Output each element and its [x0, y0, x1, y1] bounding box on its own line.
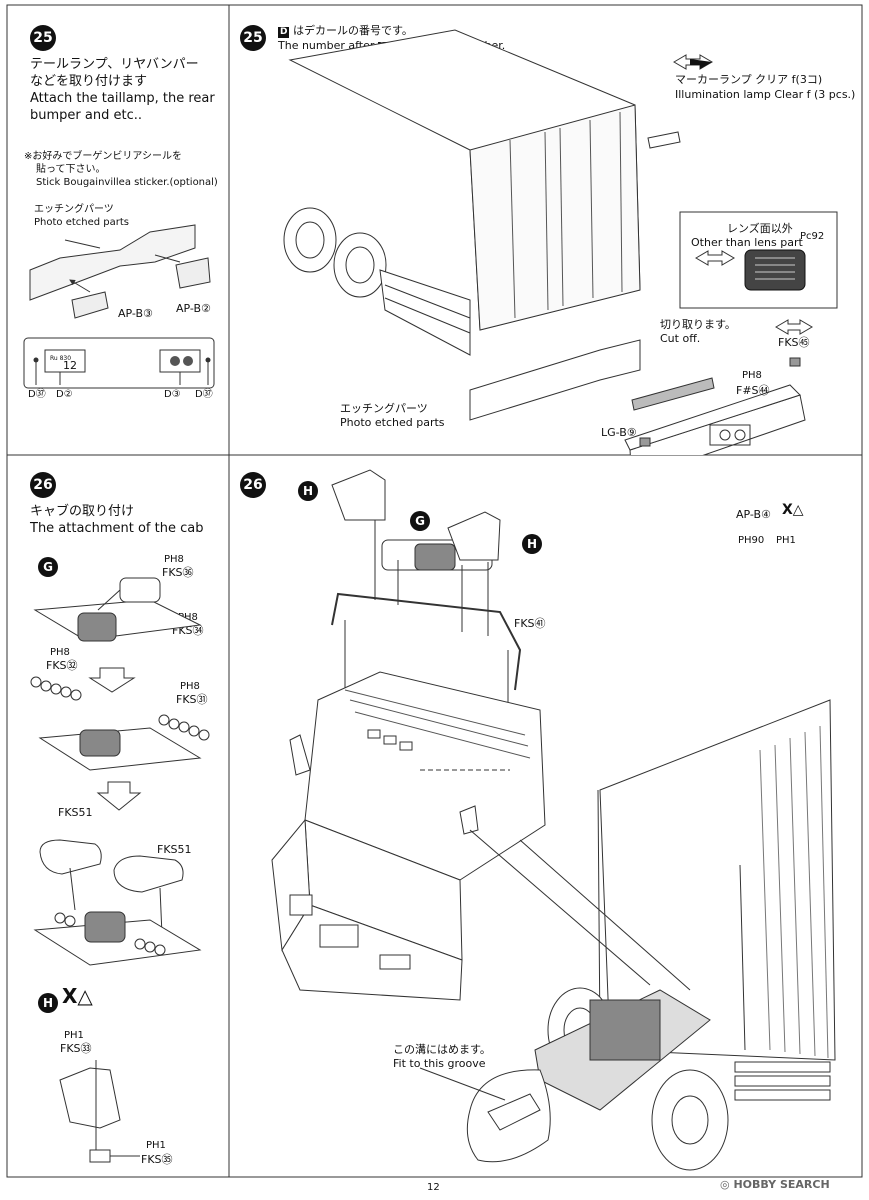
part-label: FKS㉟	[141, 1153, 173, 1166]
etched-label-ja: エッチングパーツ	[34, 204, 114, 215]
cross-2-icon: X△	[62, 984, 93, 1008]
part-label: F#S㊹	[736, 384, 770, 397]
step-title-ja: テールランプ、リヤバンパー	[30, 57, 199, 72]
part-label: AP-B③	[118, 307, 153, 320]
decal-d-icon: D	[278, 27, 290, 38]
note-ja: ※お好みでブーゲンビリアシールを	[24, 151, 182, 162]
cross-3-icon: X△	[782, 502, 804, 518]
page-number: 12	[427, 1182, 440, 1193]
step-title-en: bumper and etc..	[30, 108, 142, 123]
paint-label: PH1	[776, 535, 796, 546]
cut-en: Cut off.	[660, 332, 701, 345]
part-label: FKS㊺	[778, 336, 810, 349]
note-en: Stick Bougainvillea sticker.(optional)	[36, 177, 218, 188]
paint-label: PH8	[742, 370, 762, 381]
etched-label-ja: エッチングパーツ	[340, 402, 428, 415]
decal-note-ja: D はデカールの番号です。	[278, 24, 413, 38]
paint-label: PH8	[180, 681, 200, 692]
step-title-ja: キャブの取り付け	[30, 504, 135, 519]
part-label: LG-B⑨	[601, 426, 637, 439]
decal-label: D㊲	[28, 389, 46, 400]
marker-lamp-ja: マーカーランプ クリア f(3コ)	[675, 73, 823, 86]
part-group-g: G	[38, 557, 58, 577]
plate-number: 12	[63, 359, 77, 372]
part-label: FKS51	[157, 843, 192, 856]
step-number-badge: 25	[30, 25, 56, 51]
part-label: FKS㉝	[60, 1042, 92, 1055]
part-label: FKS㉜	[46, 659, 78, 672]
paint-label: PH8	[178, 612, 198, 623]
etched-label-en: Photo etched parts	[34, 217, 130, 228]
decal-label: D㊲	[195, 389, 213, 400]
part-label: FKS㊱	[162, 566, 194, 579]
step-number-badge: 26	[30, 472, 56, 498]
decal-label: D③	[164, 389, 181, 400]
groove-ja: この溝にはめます。	[393, 1043, 491, 1056]
paint-label: PH1	[146, 1140, 166, 1151]
paint-label: PH8	[50, 647, 70, 658]
paint-label: PH1	[64, 1030, 84, 1041]
part-label: AP-B④	[736, 508, 771, 521]
part-label: FKS㉛	[176, 693, 208, 706]
step-number-badge: 26	[240, 472, 266, 498]
part-label: FKS51	[58, 806, 93, 819]
lens-en: Other than lens part	[691, 236, 803, 249]
step-title-ja: などを取り付けます	[30, 74, 148, 89]
part-group-h: H	[38, 993, 58, 1013]
paint-label: Pc92	[800, 231, 825, 242]
part-label: FKS㊶	[514, 617, 546, 630]
cut-ja: 切り取ります。	[660, 318, 736, 331]
etched-parts-diagram	[23, 224, 215, 389]
part-group-h: H	[298, 481, 318, 501]
trailer-rear-diagram	[283, 29, 838, 455]
cab-parts-diagram	[30, 577, 210, 1163]
paint-label: PH8	[164, 554, 184, 565]
part-label: AP-B②	[176, 302, 211, 315]
watermark-logo-icon: ◎	[720, 1178, 734, 1191]
part-group-h: H	[522, 534, 542, 554]
step-title-en: Attach the taillamp, the rear	[30, 91, 215, 106]
groove-en: Fit to this groove	[393, 1057, 486, 1070]
part-group-g: G	[410, 511, 430, 531]
etched-label-en: Photo etched parts	[340, 416, 445, 429]
note-ja: 貼って下さい。	[36, 164, 106, 175]
lens-ja: レンズ面以外	[727, 222, 793, 235]
marker-lamp-en: Illumination lamp Clear f (3 pcs.)	[675, 88, 856, 101]
step-number-badge: 25	[240, 25, 266, 51]
step-title-en: The attachment of the cab	[30, 521, 204, 536]
plate-text: R​u 830	[50, 355, 72, 362]
watermark-text: HOBBY SEARCH	[733, 1178, 830, 1191]
watermark: ◎ HOBBY SEARCH	[720, 1178, 830, 1191]
decal-label: D②	[56, 389, 73, 400]
paint-label: PH90	[738, 535, 765, 546]
decal-note-ja-text: はデカールの番号です。	[292, 24, 413, 37]
